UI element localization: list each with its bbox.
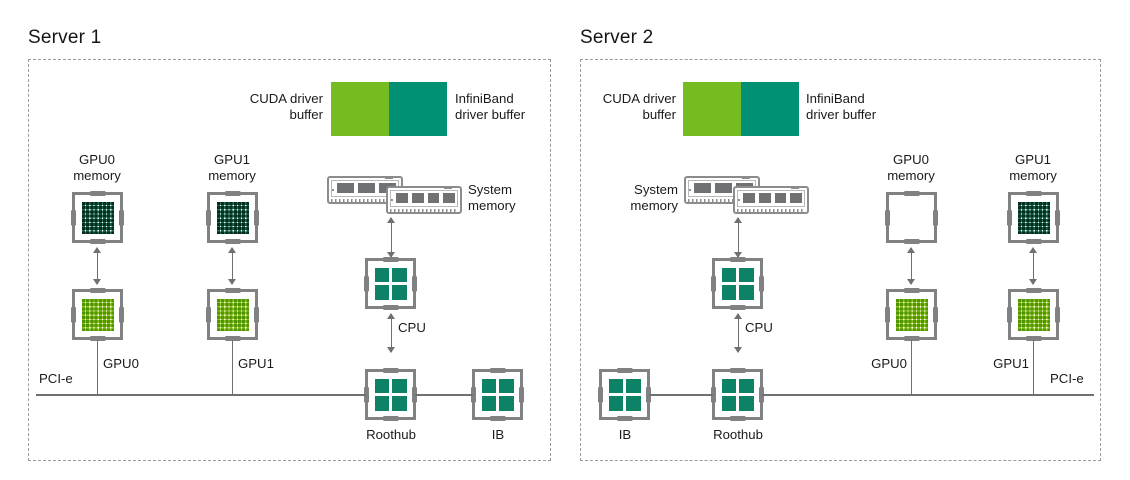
server-2-boundary <box>580 59 1101 461</box>
gpu1-chip-2 <box>1007 288 1060 341</box>
cpu-roothub-link-1 <box>390 314 393 352</box>
cpu-die-2 <box>721 267 754 300</box>
system-memory-label-2: System memory <box>630 182 678 213</box>
gpu0-memory-link-1 <box>96 248 99 284</box>
infiniband-driver-buffer-label-2: InfiniBand driver buffer <box>806 91 877 122</box>
infiniband-driver-buffer-2 <box>741 82 799 136</box>
gpu0-label-1: GPU0 <box>103 356 139 371</box>
system-memory-label-1: System memory <box>468 182 516 213</box>
pcie-bus-right-2 <box>762 394 1094 396</box>
driver-buffer-block-1 <box>331 82 447 136</box>
roothub-label-1: Roothub <box>366 427 416 442</box>
gpu1-memory-die-1 <box>216 201 249 234</box>
pcie-bus-left-2 <box>649 394 713 396</box>
gpu0-memory-label-2: GPU0 memory <box>887 152 935 183</box>
system-memory-dimm-front-1 <box>386 186 462 214</box>
gpu1-chip-1 <box>206 288 259 341</box>
server-1-boundary <box>28 59 551 461</box>
pcie-bus-right-1 <box>415 394 473 396</box>
gpu0-memory-die-1 <box>81 201 114 234</box>
roothub-die-1 <box>374 378 407 411</box>
server-2-title: Server 2 <box>580 27 654 48</box>
cpu-label-1: CPU <box>398 320 426 335</box>
gpu1-memory-link-1 <box>231 248 234 284</box>
gpu1-die-2 <box>1017 298 1050 331</box>
gpu1-memory-chip-1 <box>206 191 259 244</box>
gpu0-memory-chip-1 <box>71 191 124 244</box>
gpu1-die-1 <box>216 298 249 331</box>
cuda-driver-buffer-2 <box>683 82 741 136</box>
gpu0-chip-1 <box>71 288 124 341</box>
cpu-chip-1 <box>364 257 417 310</box>
gpu0-pcie-link-2 <box>910 340 913 395</box>
system-memory-dimm-front-2 <box>733 186 809 214</box>
gpu0-die-2 <box>895 298 928 331</box>
roothub-label-2: Roothub <box>713 427 763 442</box>
system-memory-cpu-link-1 <box>390 218 393 257</box>
pcie-label-2: PCI-e <box>1050 371 1084 386</box>
cpu-label-2: CPU <box>745 320 773 335</box>
roothub-chip-1 <box>364 368 417 421</box>
cpu-die-1 <box>374 267 407 300</box>
infiniband-driver-buffer-label-1: InfiniBand driver buffer <box>455 91 526 122</box>
gpu0-memory-label-1: GPU0 memory <box>73 152 121 183</box>
ib-label-2: IB <box>618 427 632 442</box>
roothub-chip-2 <box>711 368 764 421</box>
cpu-chip-2 <box>711 257 764 310</box>
gpu0-label-2: GPU0 <box>871 356 907 371</box>
system-memory-cpu-link-2 <box>737 218 740 257</box>
gpu1-memory-link-2 <box>1032 248 1035 284</box>
roothub-die-2 <box>721 378 754 411</box>
gpu0-memory-chip-2 <box>885 191 938 244</box>
cuda-driver-buffer-label-1: CUDA driver buffer <box>249 91 323 122</box>
gpu0-pcie-link-1 <box>96 340 99 395</box>
gpu1-memory-label-1: GPU1 memory <box>208 152 256 183</box>
pcie-label-1: PCI-e <box>39 371 73 386</box>
gpu1-label-2: GPU1 <box>993 356 1029 371</box>
gpu1-pcie-link-2 <box>1032 340 1035 395</box>
cuda-driver-buffer-1 <box>331 82 389 136</box>
infiniband-driver-buffer-1 <box>389 82 447 136</box>
pcie-bus-left-1 <box>36 394 366 396</box>
gpu1-memory-chip-2 <box>1007 191 1060 244</box>
gpu1-label-1: GPU1 <box>238 356 274 371</box>
gpu1-memory-label-2: GPU1 memory <box>1009 152 1057 183</box>
driver-buffer-block-2 <box>683 82 799 136</box>
ib-chip-1 <box>471 368 524 421</box>
ib-chip-2 <box>598 368 651 421</box>
cpu-roothub-link-2 <box>737 314 740 352</box>
gpu1-pcie-link-1 <box>231 340 234 395</box>
gpu0-chip-2 <box>885 288 938 341</box>
gpu0-memory-link-2 <box>910 248 913 284</box>
ib-die-1 <box>481 378 514 411</box>
ib-label-1: IB <box>491 427 505 442</box>
cuda-driver-buffer-label-2: CUDA driver buffer <box>602 91 676 122</box>
gpu1-memory-die-2 <box>1017 201 1050 234</box>
ib-die-2 <box>608 378 641 411</box>
server-1-title: Server 1 <box>28 27 102 48</box>
gpu0-die-1 <box>81 298 114 331</box>
